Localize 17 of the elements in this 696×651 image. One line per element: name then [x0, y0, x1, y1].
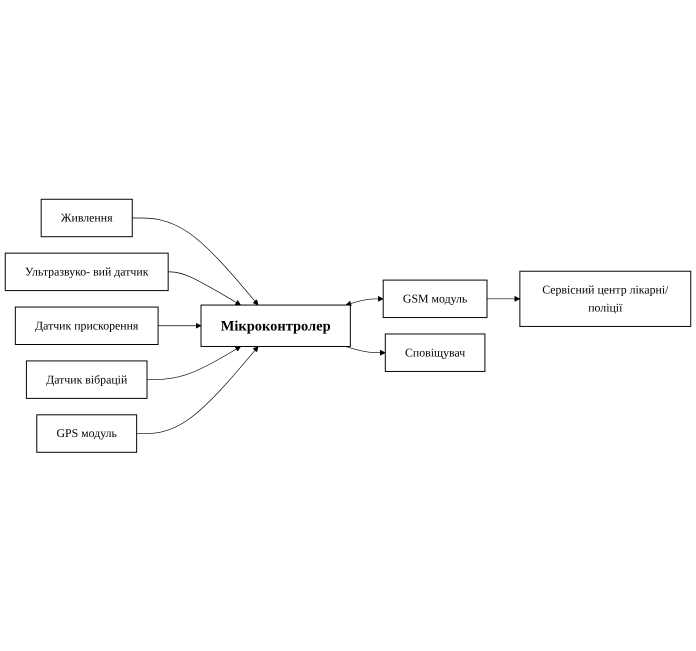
arrow [486, 296, 520, 302]
node-box: Датчик вібрацій [26, 360, 148, 399]
arrow [346, 296, 384, 306]
node-box: Ультразвуко- вий датчик [4, 252, 169, 291]
arrow [168, 271, 241, 306]
arrow [158, 322, 202, 328]
arrow [136, 346, 258, 434]
node-box: Живлення [40, 198, 133, 237]
node-box: GSM модуль [382, 279, 488, 318]
arrow [132, 217, 258, 306]
node-box: Мікроконтролер [200, 304, 351, 347]
node-box: Датчик прискорення [14, 306, 159, 345]
node-box: GPS модуль [36, 414, 138, 452]
arrow [345, 346, 386, 356]
node-box: Сповіщувач [384, 333, 486, 372]
node-box: Сервісний центр лікарні/поліції [519, 270, 692, 327]
arrow [146, 346, 241, 380]
